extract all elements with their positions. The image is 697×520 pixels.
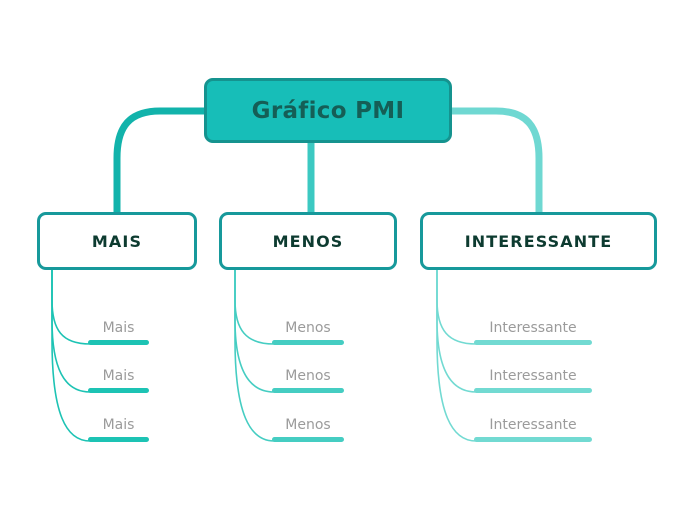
leaf-item[interactable]: Menos bbox=[272, 315, 344, 345]
leaf-underline bbox=[88, 340, 149, 345]
leaf-label: Mais bbox=[102, 320, 135, 336]
leaf-label: Interessante bbox=[489, 368, 577, 384]
leaf-underline bbox=[474, 340, 592, 345]
link-mais-leaf-1 bbox=[51, 269, 91, 345]
leaf-label: Menos bbox=[285, 320, 331, 336]
leaf-label: Mais bbox=[102, 417, 135, 433]
branch-node-menos[interactable]: MENOS bbox=[219, 212, 397, 270]
link-interessante-leaf-2 bbox=[436, 269, 477, 393]
leaf-label: Menos bbox=[285, 417, 331, 433]
leaf-underline bbox=[272, 388, 344, 393]
link-menos-leaf-3 bbox=[234, 269, 275, 442]
leaf-underline bbox=[272, 437, 344, 442]
link-mais-leaf-2 bbox=[51, 269, 91, 393]
link-root-to-interessante bbox=[448, 107, 543, 216]
leaf-item[interactable]: Interessante bbox=[474, 412, 592, 442]
leaf-underline bbox=[272, 340, 344, 345]
leaf-item[interactable]: Menos bbox=[272, 412, 344, 442]
branch-node-mais-label: MAIS bbox=[91, 231, 143, 251]
branch-node-interessante-label: INTERESSANTE bbox=[464, 231, 613, 251]
leaf-label: Interessante bbox=[489, 320, 577, 336]
leaf-item[interactable]: Interessante bbox=[474, 363, 592, 393]
leaf-item[interactable]: Mais bbox=[88, 315, 149, 345]
link-interessante-leaf-3 bbox=[436, 269, 477, 442]
leaf-label: Mais bbox=[102, 368, 135, 384]
leaf-item[interactable]: Interessante bbox=[474, 315, 592, 345]
leaf-label: Menos bbox=[285, 368, 331, 384]
leaf-item[interactable]: Mais bbox=[88, 412, 149, 442]
leaf-underline bbox=[88, 388, 149, 393]
root-node-label: Gráfico PMI bbox=[251, 97, 405, 124]
leaf-item[interactable]: Menos bbox=[272, 363, 344, 393]
link-menos-leaf-2 bbox=[234, 269, 275, 393]
root-node[interactable]: Gráfico PMI bbox=[204, 78, 452, 143]
leaf-underline bbox=[88, 437, 149, 442]
branch-node-menos-label: MENOS bbox=[272, 231, 344, 251]
link-menos-leaf-1 bbox=[234, 269, 275, 345]
link-root-to-mais bbox=[113, 107, 208, 216]
link-mais-leaf-3 bbox=[51, 269, 91, 442]
leaf-label: Interessante bbox=[489, 417, 577, 433]
link-interessante-leaf-1 bbox=[436, 269, 477, 345]
branch-node-mais[interactable]: MAIS bbox=[37, 212, 197, 270]
leaf-underline bbox=[474, 437, 592, 442]
leaf-underline bbox=[474, 388, 592, 393]
leaf-item[interactable]: Mais bbox=[88, 363, 149, 393]
branch-node-interessante[interactable]: INTERESSANTE bbox=[420, 212, 657, 270]
